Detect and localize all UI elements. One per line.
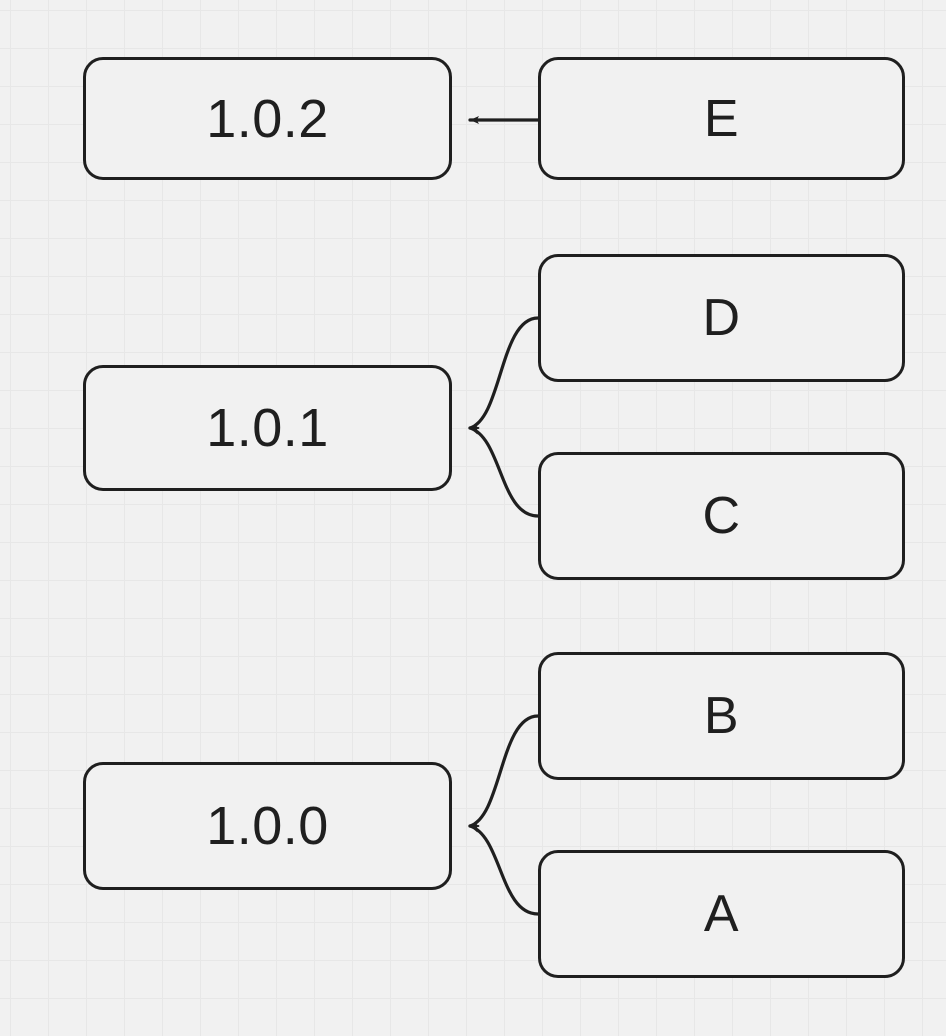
node-1-0-2[interactable]: 1.0.2: [83, 57, 452, 180]
node-label: A: [703, 885, 740, 943]
node-label: 1.0.1: [206, 398, 329, 458]
node-label: C: [702, 487, 741, 545]
node-b[interactable]: B: [538, 652, 905, 780]
node-label: 1.0.2: [206, 88, 329, 149]
node-c[interactable]: C: [538, 452, 905, 580]
node-d[interactable]: D: [538, 254, 905, 382]
edge-b-to-1-0-0: [468, 714, 540, 828]
edge-c-to-1-0-1: [468, 426, 540, 518]
node-1-0-0[interactable]: 1.0.0: [83, 762, 452, 890]
node-label: E: [703, 89, 740, 148]
node-a[interactable]: A: [538, 850, 905, 978]
node-label: 1.0.0: [206, 796, 329, 856]
edge-a-to-1-0-0: [468, 824, 540, 916]
node-e[interactable]: E: [538, 57, 905, 180]
node-label: D: [702, 289, 741, 347]
node-1-0-1[interactable]: 1.0.1: [83, 365, 452, 491]
node-label: B: [703, 687, 740, 745]
edge-d-to-1-0-1: [468, 316, 540, 430]
